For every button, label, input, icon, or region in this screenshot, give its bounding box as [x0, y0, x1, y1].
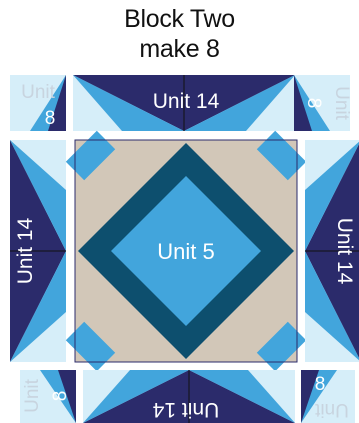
bottom-row: Unit 8 Unit 14 8 Unit — [20, 370, 355, 423]
unit-8-top-left: Unit 8 — [10, 75, 66, 131]
unit-14-top: Unit 14 — [73, 75, 295, 131]
unit-14-bottom: Unit 14 — [83, 370, 295, 423]
top-row: Unit 8 Unit 14 Unit 8 — [10, 75, 352, 131]
unit-8-bottom-right-word: Unit — [314, 399, 349, 420]
unit-8-top-right: Unit 8 — [294, 75, 352, 131]
unit-8-bottom-left-word: Unit — [22, 378, 43, 413]
unit-8-bottom-right: 8 Unit — [301, 370, 355, 423]
unit-14-left: Unit 14 — [10, 140, 66, 362]
unit-5-center: Unit 5 — [75, 140, 297, 362]
unit-8-bottom-left-number: 8 — [50, 391, 71, 402]
unit-14-top-label: Unit 14 — [153, 90, 220, 113]
unit-8-top-right-number: 8 — [303, 98, 324, 109]
unit-8-bottom-left: Unit 8 — [20, 370, 76, 423]
unit-8-top-left-number: 8 — [45, 108, 56, 129]
unit-14-left-label: Unit 14 — [14, 217, 37, 284]
unit-8-top-left-word: Unit — [21, 82, 56, 103]
unit-5-label: Unit 5 — [157, 239, 214, 264]
unit-14-bottom-label: Unit 14 — [152, 398, 219, 421]
unit-8-bottom-right-number: 8 — [315, 374, 326, 395]
unit-14-right-label: Unit 14 — [333, 218, 356, 285]
unit-8-top-right-word: Unit — [331, 86, 352, 121]
unit-14-right: Unit 14 — [305, 140, 359, 362]
